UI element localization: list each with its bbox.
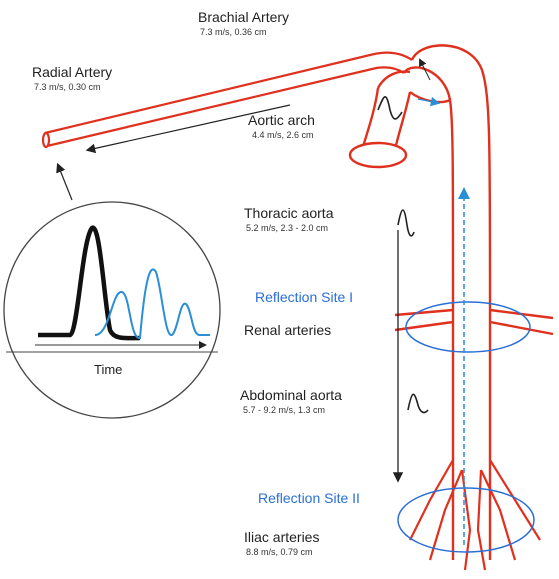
aortic-arch-meta: 4.4 m/s, 2.6 cm bbox=[252, 130, 314, 140]
reflection-site-2-label: Reflection Site II bbox=[258, 490, 360, 506]
abdominal-aorta-label: Abdominal aorta bbox=[240, 387, 342, 403]
iliac-arteries-meta: 8.8 m/s, 0.79 cm bbox=[246, 547, 313, 557]
time-axis-label: Time bbox=[94, 362, 122, 377]
arch-pulse-icon bbox=[378, 97, 402, 119]
reflection-site-1-label: Reflection Site I bbox=[255, 289, 353, 305]
thoracic-pulse-icon bbox=[398, 210, 414, 236]
radial-artery-meta: 7.3 m/s, 0.30 cm bbox=[34, 82, 101, 92]
brachial-artery-label: Brachial Artery bbox=[198, 9, 289, 25]
renal-arteries-label: Renal arteries bbox=[244, 322, 331, 338]
thoracic-aorta-label: Thoracic aorta bbox=[244, 205, 333, 221]
radial-artery-label: Radial Artery bbox=[32, 64, 112, 80]
pulse-wave-inset bbox=[4, 202, 220, 418]
thoracic-aorta-meta: 5.2 m/s, 2.3 - 2.0 cm bbox=[246, 223, 328, 233]
inset-pointer-arrow bbox=[58, 165, 72, 200]
aortic-arch-label: Aortic arch bbox=[248, 112, 315, 128]
abdominal-aorta-meta: 5.7 - 9.2 m/s, 1.3 cm bbox=[243, 405, 325, 415]
brachial-artery-meta: 7.3 m/s, 0.36 cm bbox=[200, 27, 267, 37]
abdominal-pulse-icon bbox=[408, 394, 428, 412]
iliac-arteries bbox=[410, 460, 540, 570]
iliac-arteries-label: Iliac arteries bbox=[244, 529, 319, 545]
